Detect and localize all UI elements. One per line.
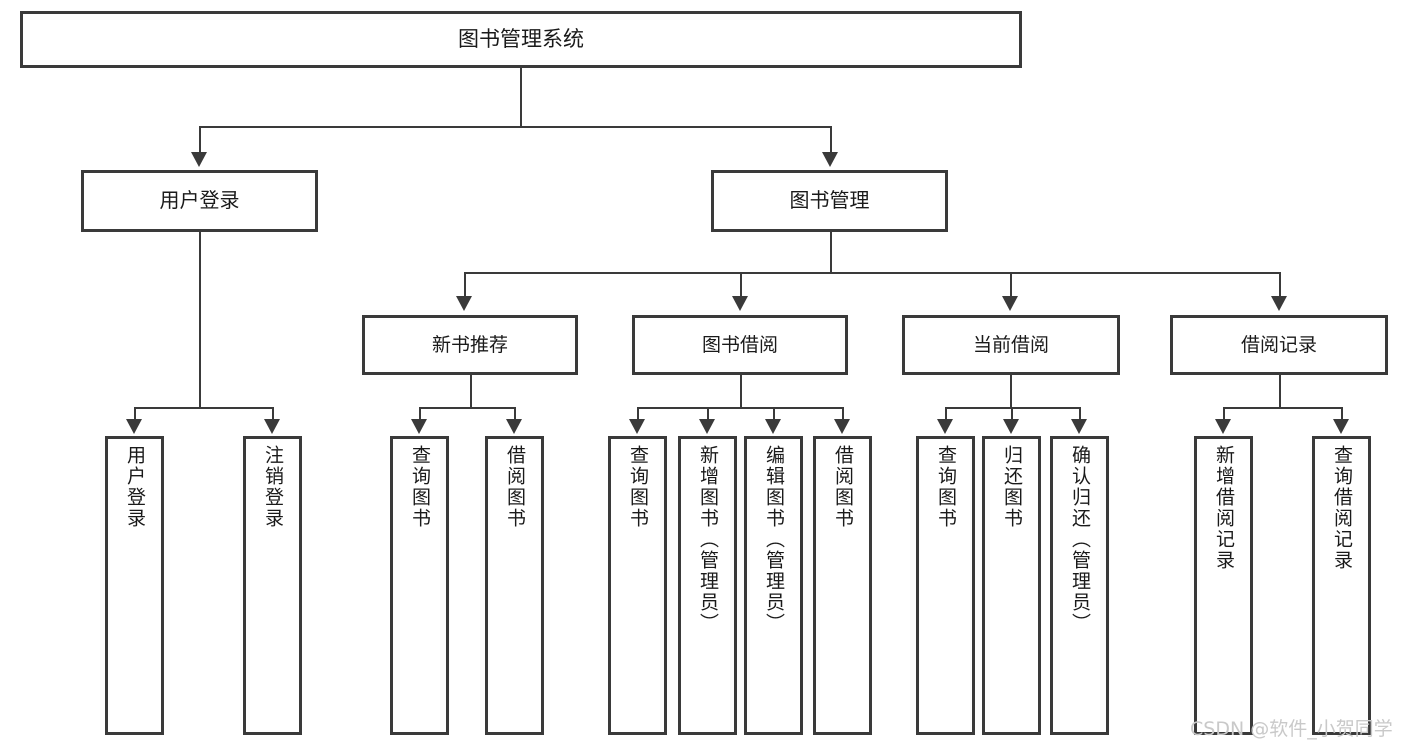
leaf-borrow-record-2[interactable]: 查询借阅记录 xyxy=(1312,436,1371,735)
connector-borrow-record-to-leaf-1 xyxy=(1223,407,1225,421)
arrow-user-login-to-leaf-2 xyxy=(264,419,280,434)
connector-current-borrow-stem xyxy=(1010,375,1012,407)
leaf-label: 用户登录 xyxy=(124,445,146,529)
arrow-root-to-book-mgmt xyxy=(822,152,838,167)
leaf-label: 新增借阅记录 xyxy=(1213,445,1235,571)
connector-borrow-record-bus xyxy=(1223,407,1341,409)
node-user-login[interactable]: 用户登录 xyxy=(81,170,318,232)
node-root-system[interactable]: 图书管理系统 xyxy=(20,11,1022,68)
arrow-book-mgmt-to-lvl2-4 xyxy=(1271,296,1287,311)
leaf-label: 查询图书 xyxy=(409,445,431,529)
connector-book-borrow-stem xyxy=(740,375,742,407)
arrow-book-mgmt-to-lvl2-3 xyxy=(1002,296,1018,311)
arrow-borrow-record-to-leaf-2 xyxy=(1333,419,1349,434)
arrow-book-borrow-to-leaf-4 xyxy=(834,419,850,434)
leaf-new-book-1[interactable]: 查询图书 xyxy=(390,436,449,735)
connector-new-book-to-leaf-2 xyxy=(514,407,516,421)
connector-new-book-bus xyxy=(419,407,514,409)
leaf-new-book-2[interactable]: 借阅图书 xyxy=(485,436,544,735)
connector-user-login-to-leaf-1 xyxy=(134,407,136,421)
leaf-book-borrow-1[interactable]: 查询图书 xyxy=(608,436,667,735)
node-book-borrow[interactable]: 图书借阅 xyxy=(632,315,848,375)
node-label: 图书管理 xyxy=(789,188,870,213)
arrow-book-mgmt-to-lvl2-2 xyxy=(732,296,748,311)
leaf-current-borrow-2[interactable]: 归还图书 xyxy=(982,436,1041,735)
arrow-new-book-to-leaf-1 xyxy=(411,419,427,434)
node-label: 新书推荐 xyxy=(431,333,508,356)
leaf-user-login-1[interactable]: 用户登录 xyxy=(105,436,164,735)
connector-book-mgmt-to-lvl2-4 xyxy=(1279,272,1281,298)
leaf-label: 编辑图书（管理员） xyxy=(763,445,785,634)
connector-user-login-bus xyxy=(134,407,272,409)
arrow-user-login-to-leaf-1 xyxy=(126,419,142,434)
arrow-current-borrow-to-leaf-1 xyxy=(937,419,953,434)
connector-book-borrow-to-leaf-1 xyxy=(637,407,639,421)
node-label: 图书借阅 xyxy=(701,333,778,356)
leaf-label: 查询借阅记录 xyxy=(1331,445,1353,571)
connector-book-borrow-bus xyxy=(637,407,842,409)
node-label: 用户登录 xyxy=(159,188,240,213)
connector-new-book-stem xyxy=(470,375,472,407)
node-label: 借阅记录 xyxy=(1240,333,1317,356)
leaf-book-borrow-4[interactable]: 借阅图书 xyxy=(813,436,872,735)
leaf-current-borrow-3[interactable]: 确认归还（管理员） xyxy=(1050,436,1109,735)
arrow-current-borrow-to-leaf-3 xyxy=(1071,419,1087,434)
connector-root-to-user-login xyxy=(199,126,201,154)
arrow-book-borrow-to-leaf-2 xyxy=(699,419,715,434)
leaf-label: 查询图书 xyxy=(627,445,649,529)
connector-book-mgmt-to-lvl2-1 xyxy=(464,272,466,298)
leaf-label: 借阅图书 xyxy=(504,445,526,529)
arrow-book-borrow-to-leaf-3 xyxy=(765,419,781,434)
connector-book-borrow-to-leaf-2 xyxy=(707,407,709,421)
node-label: 当前借阅 xyxy=(972,333,1049,356)
connector-book-mgmt-stem xyxy=(830,232,832,272)
arrow-new-book-to-leaf-2 xyxy=(506,419,522,434)
connector-root-to-book-mgmt xyxy=(830,126,832,154)
watermark-text: CSDN @软件_小贺同学 xyxy=(1190,718,1393,740)
connector-book-mgmt-to-lvl2-3 xyxy=(1010,272,1012,298)
node-borrow-record[interactable]: 借阅记录 xyxy=(1170,315,1388,375)
connector-root-stem xyxy=(520,68,522,126)
node-label: 图书管理系统 xyxy=(458,27,584,52)
connector-root-bus xyxy=(199,126,831,128)
leaf-label: 确认归还（管理员） xyxy=(1069,445,1091,634)
node-new-book-recommend[interactable]: 新书推荐 xyxy=(362,315,578,375)
leaf-label: 注销登录 xyxy=(262,445,284,529)
connector-user-login-to-leaf-2 xyxy=(272,407,274,421)
arrow-book-mgmt-to-lvl2-1 xyxy=(456,296,472,311)
connector-book-mgmt-to-lvl2-2 xyxy=(740,272,742,298)
csdn-watermark: CSDN @软件_小贺同学 xyxy=(1190,714,1393,741)
connector-book-mgmt-bus xyxy=(464,272,1280,274)
leaf-book-borrow-3[interactable]: 编辑图书（管理员） xyxy=(744,436,803,735)
arrow-book-borrow-to-leaf-1 xyxy=(629,419,645,434)
node-current-borrow[interactable]: 当前借阅 xyxy=(902,315,1120,375)
connector-borrow-record-stem xyxy=(1279,375,1281,407)
leaf-current-borrow-1[interactable]: 查询图书 xyxy=(916,436,975,735)
leaf-label: 借阅图书 xyxy=(832,445,854,529)
arrow-root-to-user-login xyxy=(191,152,207,167)
leaf-label: 新增图书（管理员） xyxy=(697,445,719,634)
connector-user-login-stem xyxy=(199,232,201,407)
connector-borrow-record-to-leaf-2 xyxy=(1341,407,1343,421)
leaf-borrow-record-1[interactable]: 新增借阅记录 xyxy=(1194,436,1253,735)
leaf-label: 查询图书 xyxy=(935,445,957,529)
connector-current-borrow-to-leaf-2 xyxy=(1011,407,1013,421)
connector-book-borrow-to-leaf-4 xyxy=(842,407,844,421)
arrow-current-borrow-to-leaf-2 xyxy=(1003,419,1019,434)
leaf-label: 归还图书 xyxy=(1001,445,1023,529)
arrow-borrow-record-to-leaf-1 xyxy=(1215,419,1231,434)
node-book-management[interactable]: 图书管理 xyxy=(711,170,948,232)
connector-book-borrow-to-leaf-3 xyxy=(773,407,775,421)
leaf-book-borrow-2[interactable]: 新增图书（管理员） xyxy=(678,436,737,735)
leaf-user-login-2[interactable]: 注销登录 xyxy=(243,436,302,735)
connector-current-borrow-to-leaf-1 xyxy=(945,407,947,421)
connector-new-book-to-leaf-1 xyxy=(419,407,421,421)
connector-current-borrow-to-leaf-3 xyxy=(1079,407,1081,421)
